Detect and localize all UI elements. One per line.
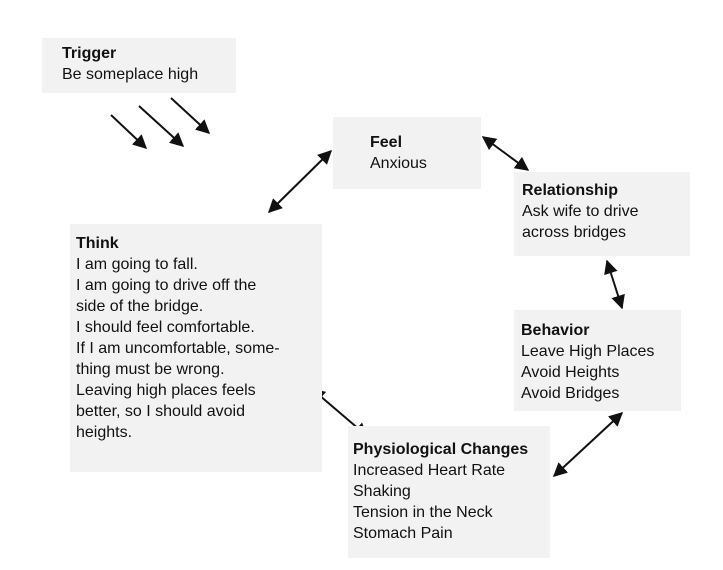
behavior-line: Leave High Places [521,343,655,360]
think-line: better, so I should avoid [76,403,245,420]
think-line: I am going to fall. [76,256,198,273]
trigger-arrow-1 [110,114,148,149]
relationship-line: Ask wife to drive [522,203,639,220]
behavior-title: Behavior [521,322,590,339]
think-line: heights. [76,424,133,441]
think-line: If I am uncomfortable, some- [76,340,280,357]
trigger-title: Trigger [62,45,117,62]
physio-line: Increased Heart Rate [353,462,506,479]
feel-box: Feel Anxious [333,117,481,189]
think-line: Leaving high places feels [76,382,256,399]
behavior-line: Avoid Bridges [521,385,620,402]
physio-line: Stomach Pain [353,525,453,542]
feel-line: Anxious [370,155,427,172]
relationship-box: Relationship Ask wife to drive across br… [514,172,690,256]
behavior-box: Behavior Leave High Places Avoid Heights… [514,310,681,411]
relationship-behavior-connector [604,259,625,310]
think-title: Think [76,235,119,252]
physio-line: Tension in the Neck [353,504,493,521]
trigger-line: Be someplace high [62,66,199,83]
trigger-box: Trigger Be someplace high [42,38,236,93]
behavior-physio-connector [552,412,624,477]
think-box: Think I am going to fall. I am going to … [70,224,322,472]
relationship-title: Relationship [522,182,619,199]
think-line: I am going to drive off the [76,277,257,294]
trigger-arrow-2 [138,105,185,147]
trigger-arrow-3 [170,97,211,134]
think-feel-connector [268,150,332,213]
feel-relationship-connector [481,136,530,171]
physio-line: Shaking [353,483,411,500]
think-line: thing must be wrong. [76,361,225,378]
physiological-changes-box: Physiological Changes Increased Heart Ra… [348,426,550,558]
physio-title: Physiological Changes [353,441,529,458]
relationship-line: across bridges [522,224,627,241]
feel-title: Feel [370,134,403,151]
behavior-line: Avoid Heights [521,364,620,381]
think-line: I should feel comfortable. [76,319,255,336]
think-line: side of the bridge. [76,298,204,315]
